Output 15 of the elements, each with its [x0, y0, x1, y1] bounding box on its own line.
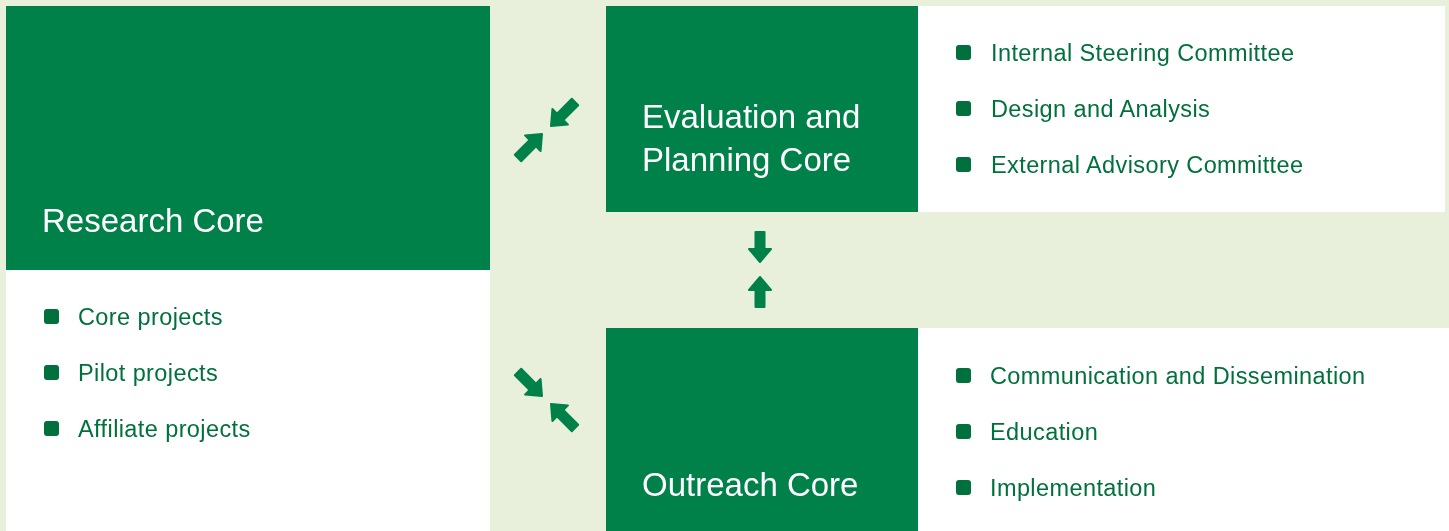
list-item: Pilot projects: [78, 360, 219, 387]
list-item: Design and Analysis: [991, 96, 1211, 123]
core-panel: [606, 328, 1449, 531]
list-item: Communication and Dissemination: [990, 363, 1366, 390]
list-item: Affiliate projects: [78, 416, 251, 443]
list-item: Education: [990, 419, 1099, 446]
list-item: Core projects: [78, 304, 223, 331]
core-panel: [6, 6, 490, 531]
list-item: External Advisory Committee: [991, 152, 1304, 179]
list-item: Implementation: [990, 475, 1157, 502]
list-item: Internal Steering Committee: [991, 40, 1295, 67]
core-title: Evaluation and Planning Core: [642, 97, 862, 180]
core-title: Outreach Core: [642, 465, 860, 505]
core-title: Research Core: [42, 201, 265, 241]
core-panel: [606, 6, 1445, 212]
